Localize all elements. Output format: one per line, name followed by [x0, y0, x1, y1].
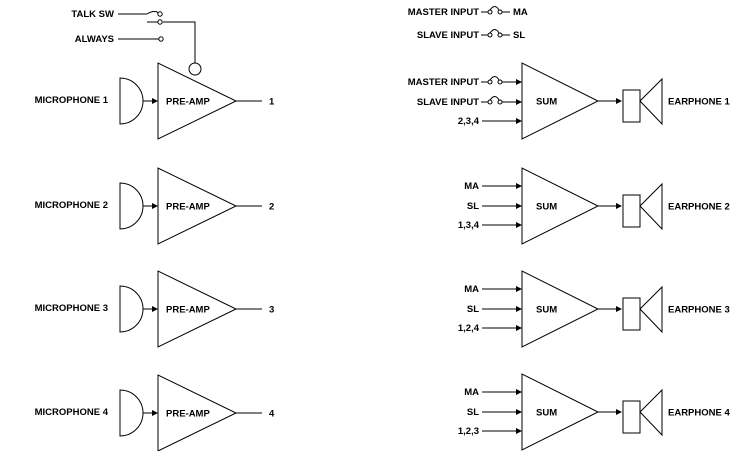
switch-contact	[497, 99, 503, 105]
sum-amp-triangle	[521, 270, 600, 348]
sum-input-1-label: MA	[464, 181, 479, 192]
earphone-label: EARPHONE 1	[668, 97, 730, 108]
sum-amp-triangle	[521, 373, 600, 451]
sum-input-1-label: MA	[464, 387, 479, 398]
always-label: ALWAYS	[75, 34, 114, 45]
earphone-section-4: MA SL 1,2,3 SUM EARPHONE 4	[458, 373, 730, 451]
channel-output-label: 1	[269, 97, 275, 108]
earphone-section-2: MA SL 1,3,4 SUM EARPHONE 2	[458, 167, 730, 245]
earphone-section-3: MA SL 1,2,4 SUM EARPHONE 3	[458, 270, 730, 348]
earphone-sections: MASTER INPUT SLAVE INPUT 2,3,4 SUM EARPH…	[408, 62, 730, 451]
sum-label: SUM	[536, 305, 557, 316]
channel-1: MICROPHONE 1 PRE-AMP 1	[35, 62, 275, 140]
master-short-label: MA	[513, 7, 528, 18]
channel-output-label: 2	[269, 202, 274, 213]
earphone-label: EARPHONE 2	[668, 202, 730, 213]
earphone-icon	[622, 285, 663, 334]
sum-input-2-label: SL	[467, 201, 479, 212]
microphone-icon	[119, 77, 144, 125]
preamp-triangle	[157, 374, 238, 451]
preamp-triangle	[157, 167, 238, 245]
switch-arm	[489, 29, 500, 34]
microphone-label: MICROPHONE 1	[35, 95, 109, 106]
sum-input-3-label: 1,2,3	[458, 426, 479, 437]
switch-contact	[487, 9, 493, 15]
earphone-icon	[622, 182, 663, 231]
talk-switch-contact	[157, 11, 163, 17]
channel-3: MICROPHONE 3 PRE-AMP 3	[35, 270, 274, 348]
channel-2: MICROPHONE 2 PRE-AMP 2	[35, 167, 274, 245]
slave-short-label: SL	[513, 30, 525, 41]
sum-label: SUM	[536, 202, 557, 213]
switch-contact	[497, 32, 503, 38]
master-input-label: MASTER INPUT	[408, 7, 479, 18]
sum-amp-triangle	[521, 167, 600, 245]
sum-label: SUM	[536, 408, 557, 419]
control-line	[163, 21, 196, 63]
talk-switch-lower-contact	[157, 19, 163, 25]
sum-input-2-label: SLAVE INPUT	[417, 97, 479, 108]
sum-input-2-label: SL	[467, 407, 479, 418]
earphone-body	[622, 297, 641, 331]
microphone-icon	[119, 285, 144, 333]
sum-input-3-label: 1,2,4	[458, 323, 480, 334]
earphone-icon	[622, 388, 663, 437]
gain-control-icon	[188, 62, 202, 76]
microphone-icon	[119, 182, 144, 230]
sum-input-2-label: SL	[467, 304, 479, 315]
earphone-body	[622, 89, 641, 123]
talk-sw-label: TALK SW	[71, 9, 114, 20]
switch-arm	[489, 6, 500, 11]
sum-label: SUM	[536, 97, 557, 108]
earphone-cone	[639, 285, 663, 334]
microphone-label: MICROPHONE 2	[35, 200, 108, 211]
earphone-icon	[622, 77, 663, 126]
talk-switch-section: TALK SW ALWAYS	[71, 9, 202, 76]
preamp-label: PRE-AMP	[166, 97, 210, 108]
earphone-body	[622, 400, 641, 434]
channel-4: MICROPHONE 4 PRE-AMP 4	[35, 374, 275, 451]
switch-arm	[489, 76, 500, 81]
earphone-body	[622, 194, 641, 228]
sum-input-3-label: 1,3,4	[458, 220, 480, 231]
sum-input-1-label: MA	[464, 284, 479, 295]
switch-arm	[489, 96, 500, 101]
earphone-cone	[639, 77, 663, 126]
preamp-triangle	[157, 270, 238, 348]
channel-output-label: 3	[269, 305, 274, 316]
earphone-cone	[639, 388, 663, 437]
sum-input-1-label: MASTER INPUT	[408, 77, 479, 88]
channel-output-label: 4	[269, 409, 275, 420]
switch-contact	[487, 99, 493, 105]
microphone-label: MICROPHONE 4	[35, 407, 109, 418]
always-contact	[158, 36, 164, 42]
sum-input-3-label: 2,3,4	[458, 116, 480, 127]
switch-contact	[497, 9, 503, 15]
slave-input-label: SLAVE INPUT	[417, 30, 479, 41]
channels: MICROPHONE 1 PRE-AMP 1 MICROPHONE 2 PRE-…	[35, 62, 275, 451]
preamp-label: PRE-AMP	[166, 202, 210, 213]
earphone-label: EARPHONE 3	[668, 305, 730, 316]
earphone-label: EARPHONE 4	[668, 408, 730, 419]
preamp-label: PRE-AMP	[166, 409, 210, 420]
sum-amp-triangle	[521, 62, 600, 140]
preamp-triangle	[157, 62, 238, 140]
microphone-label: MICROPHONE 3	[35, 303, 108, 314]
earphone-cone	[639, 182, 663, 231]
preamp-label: PRE-AMP	[166, 305, 210, 316]
earphone-section-1: MASTER INPUT SLAVE INPUT 2,3,4 SUM EARPH…	[408, 62, 730, 140]
switch-contact	[487, 32, 493, 38]
input-switch-legend: MASTER INPUT MA SLAVE INPUT SL	[408, 6, 528, 41]
switch-contact	[497, 79, 503, 85]
switch-contact	[487, 79, 493, 85]
microphone-icon	[119, 389, 144, 437]
